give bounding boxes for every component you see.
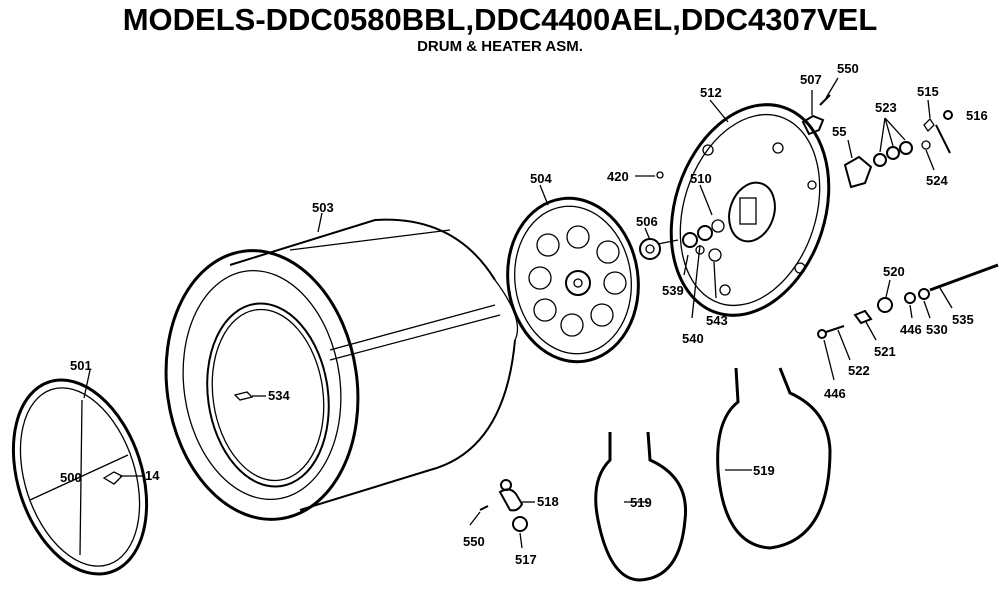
- label-519-left: 519: [630, 495, 652, 510]
- label-550-top: 550: [837, 61, 859, 76]
- label-516: 516: [966, 108, 988, 123]
- label-446-right: 446: [900, 322, 922, 337]
- label-506: 506: [636, 214, 658, 229]
- label-540: 540: [682, 331, 704, 346]
- label-503: 503: [312, 200, 334, 215]
- label-14: 14: [145, 468, 160, 483]
- label-501: 501: [70, 358, 92, 373]
- label-520: 520: [883, 264, 905, 279]
- label-535: 535: [952, 312, 974, 327]
- diagram-subtitle: DRUM & HEATER ASM.: [417, 38, 583, 55]
- hub-bearing-parts: [635, 171, 725, 319]
- label-522: 522: [848, 363, 870, 378]
- label-504: 504: [530, 171, 552, 186]
- label-420: 420: [607, 169, 629, 184]
- heater-element: [594, 367, 832, 582]
- label-500: 500: [60, 470, 82, 485]
- label-534: 534: [268, 388, 290, 403]
- front-seal-ring: [11, 369, 149, 576]
- label-539: 539: [662, 283, 684, 298]
- label-517: 517: [515, 552, 537, 567]
- thermostat-hardware: [817, 263, 999, 381]
- label-518: 518: [537, 494, 559, 509]
- bracket-hardware: [801, 77, 953, 189]
- diagram-title: MODELS-DDC0580BBL,DDC4400AEL,DDC4307VEL: [122, 2, 878, 37]
- label-524: 524: [926, 173, 948, 188]
- label-523: 523: [875, 100, 897, 115]
- label-550-bottom: 550: [463, 534, 485, 549]
- label-519-right: 519: [753, 463, 775, 478]
- label-507: 507: [800, 72, 822, 87]
- drum: [164, 212, 519, 521]
- label-530: 530: [926, 322, 948, 337]
- label-515: 515: [917, 84, 939, 99]
- label-521: 521: [874, 344, 896, 359]
- label-55: 55: [832, 124, 846, 139]
- label-512: 512: [700, 85, 722, 100]
- rear-bulkhead: [669, 99, 831, 317]
- belt-clamp: [469, 479, 535, 549]
- rear-drum-plate: [506, 184, 640, 364]
- label-543: 543: [706, 313, 728, 328]
- label-510: 510: [690, 171, 712, 186]
- label-446-lower: 446: [824, 386, 846, 401]
